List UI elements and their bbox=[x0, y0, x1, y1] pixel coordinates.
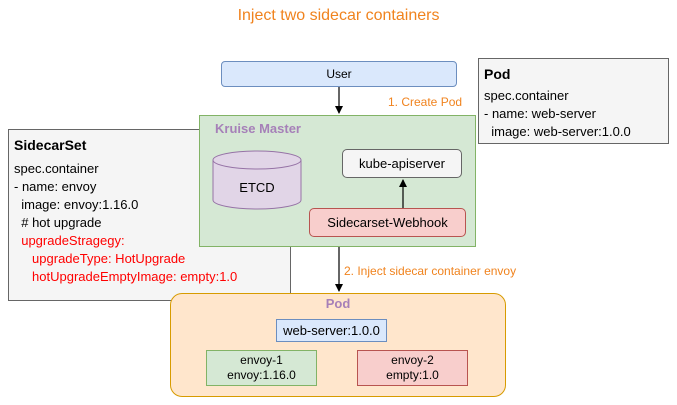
envoy-2-image: empty:1.0 bbox=[386, 368, 439, 382]
create-pod-label: 1. Create Pod bbox=[388, 95, 463, 109]
sidecarset-webhook-node: Sidecarset-Webhook bbox=[309, 208, 466, 237]
envoy-1-name: envoy-1 bbox=[240, 353, 283, 367]
etcd-database-icon bbox=[212, 150, 302, 210]
pod-note-title: Pod bbox=[484, 66, 511, 82]
sidecarset-note-line: spec.container bbox=[14, 161, 99, 176]
sidecarset-note-line: # hot upgrade bbox=[14, 215, 102, 230]
kruise-master-label: Kruise Master bbox=[215, 121, 301, 136]
web-server-container: web-server:1.0.0 bbox=[276, 319, 387, 342]
pod-note-line: spec.container bbox=[484, 88, 569, 103]
pod-spec-note: Pod spec.container - name: web-server im… bbox=[478, 58, 669, 144]
sidecarset-note-title: SidecarSet bbox=[14, 137, 87, 153]
diagram-title: Inject two sidecar containers bbox=[237, 7, 440, 24]
sidecarset-note-red-line: hotUpgradeEmptyImage: empty:1.0 bbox=[14, 269, 238, 284]
web-server-label: web-server:1.0.0 bbox=[283, 323, 380, 338]
sidecarset-note-red-line: upgradeStragegy: bbox=[14, 233, 125, 248]
kube-apiserver-node: kube-apiserver bbox=[342, 149, 462, 178]
pod-note-line: - name: web-server bbox=[484, 106, 596, 121]
pod-note-line: image: web-server:1.0.0 bbox=[484, 124, 631, 139]
sidecarset-note-line: image: envoy:1.16.0 bbox=[14, 197, 139, 212]
sidecarset-note-red-line: upgradeType: HotUpgrade bbox=[14, 251, 186, 266]
sidecarset-note-line: - name: envoy bbox=[14, 179, 97, 194]
envoy-2-name: envoy-2 bbox=[391, 353, 434, 367]
envoy-1-image: envoy:1.16.0 bbox=[227, 368, 296, 382]
envoy-1-container: envoy-1 envoy:1.16.0 bbox=[206, 350, 317, 386]
sidecarset-webhook-label: Sidecarset-Webhook bbox=[327, 215, 448, 230]
user-node: User bbox=[221, 61, 457, 87]
inject-sidecar-label: 2. Inject sidecar container envoy bbox=[344, 264, 517, 278]
user-label: User bbox=[326, 67, 352, 81]
envoy-2-container: envoy-2 empty:1.0 bbox=[357, 350, 468, 386]
pod-group-label: Pod bbox=[325, 296, 351, 311]
kube-apiserver-label: kube-apiserver bbox=[359, 156, 445, 171]
etcd-label: ETCD bbox=[239, 180, 275, 195]
